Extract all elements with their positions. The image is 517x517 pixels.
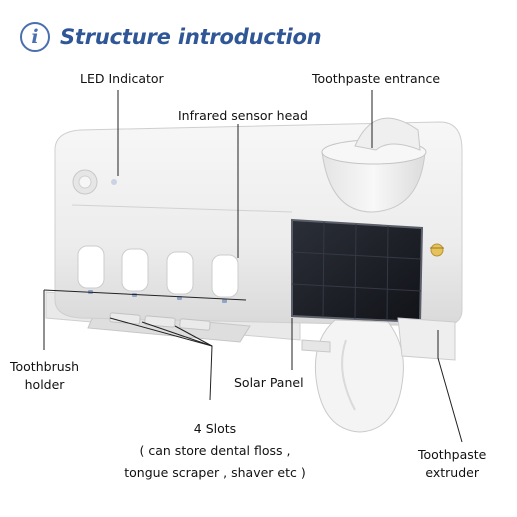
label-extruder-line1: Toothpaste bbox=[418, 447, 487, 462]
label-toothpaste-entrance: Toothpaste entrance bbox=[312, 71, 441, 86]
toothbrush-slots bbox=[77, 245, 239, 298]
label-toothbrush-holder-line1: Toothbrush bbox=[10, 359, 80, 374]
label-infrared-sensor: Infrared sensor head bbox=[178, 108, 308, 123]
side-knob bbox=[430, 243, 444, 257]
label-toothbrush-holder-line2: holder bbox=[24, 377, 65, 393]
page-title: Structure introduction bbox=[60, 25, 322, 49]
label-toothpaste-extruder: Toothpaste extruder bbox=[418, 446, 486, 482]
body-seam bbox=[71, 204, 293, 213]
label-solar-panel: Solar Panel bbox=[234, 375, 304, 390]
led-dot bbox=[111, 179, 117, 185]
solar-panel-graphic bbox=[291, 218, 424, 324]
callout-lines bbox=[43, 90, 463, 443]
label-extruder-line2: extruder bbox=[425, 465, 479, 481]
label-led-indicator: LED Indicator bbox=[80, 71, 164, 86]
label-toothbrush-holder: Toothbrush holder bbox=[10, 358, 79, 394]
label-slots-line1: 4 Slots bbox=[193, 421, 237, 436]
section-header: i Structure introduction bbox=[20, 22, 322, 52]
info-icon: i bbox=[20, 22, 50, 52]
label-slots-line3: tongue scraper , shaver etc ) bbox=[124, 465, 306, 481]
toothpaste-cup bbox=[321, 151, 426, 213]
label-4-slots: 4 Slots ( can store dental floss , tongu… bbox=[120, 420, 310, 482]
toothpaste-extruder bbox=[314, 319, 404, 433]
label-slots-line2: ( can store dental floss , bbox=[139, 443, 291, 459]
